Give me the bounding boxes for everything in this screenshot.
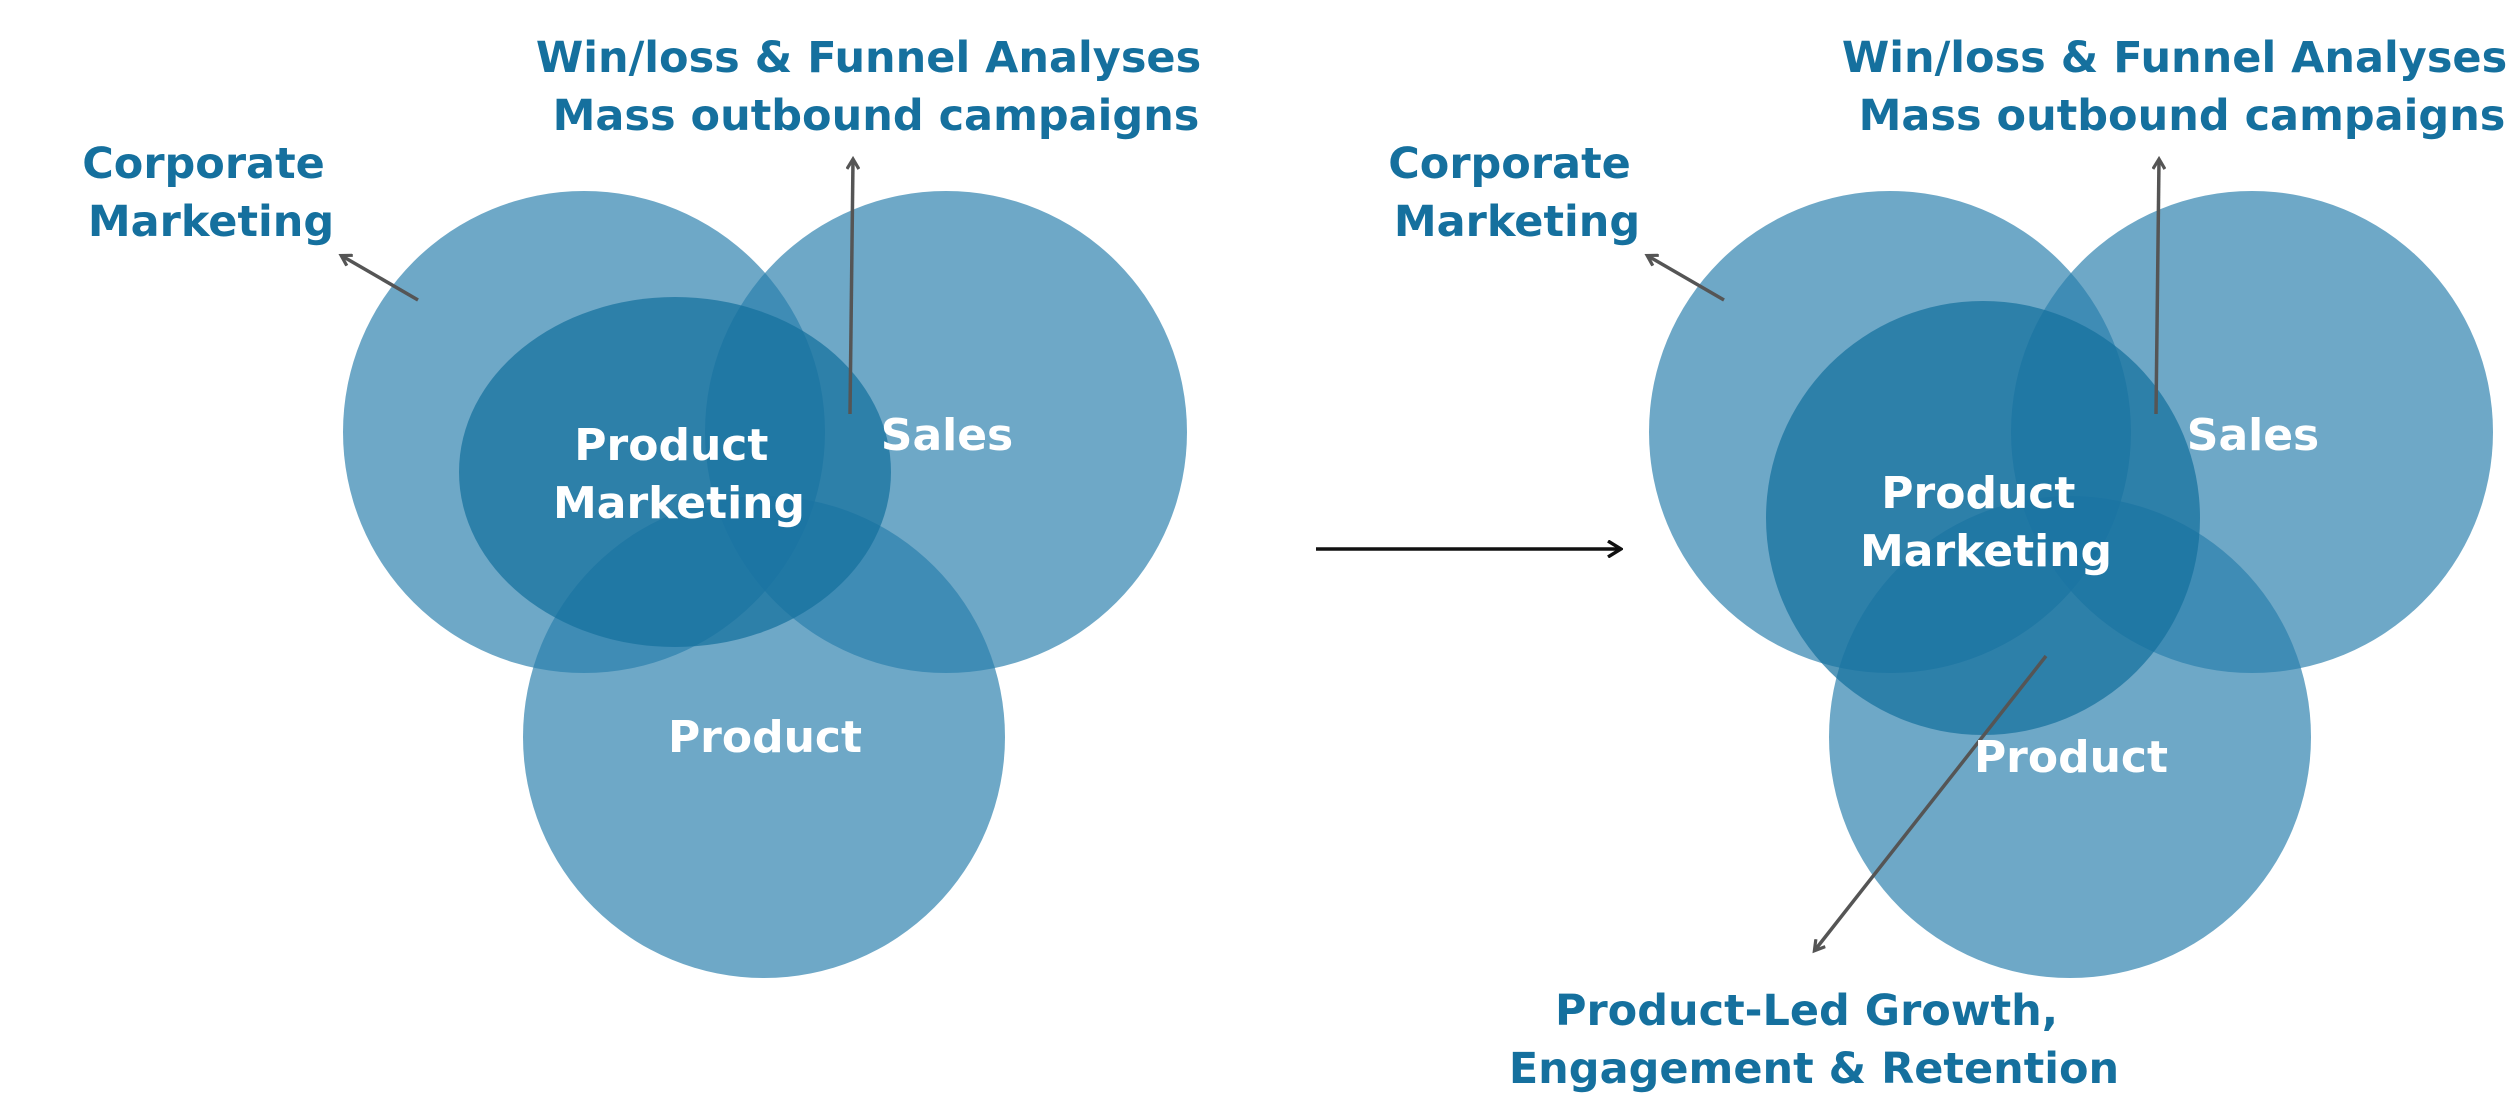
before-product-marketing-ellipse [459,297,891,647]
after-product-label: Product [1974,732,2168,783]
after-diagram: Corporate Marketing Win/loss & Funnel An… [1388,33,2518,1094]
before-corporate-label: Corporate Marketing [82,139,340,247]
before-product-marketing-label: Product Marketing [553,420,805,529]
after-sales-label: Sales [2187,410,2320,461]
after-corporate-label: Corporate Marketing [1388,139,1646,247]
after-plg-label: Product-Led Growth, Engagement & Retenti… [1509,986,2119,1094]
after-product-marketing-circle [1766,301,2200,735]
before-diagram: Corporate Marketing Win/loss & Funnel An… [82,33,1216,978]
before-winloss-leader-arrow [850,160,853,415]
before-winloss-label: Win/loss & Funnel Analyses Mass outbound… [536,33,1216,141]
after-winloss-label: Win/loss & Funnel Analyses Mass outbound… [1842,33,2518,141]
after-product-marketing-label: Product Marketing [1860,468,2112,577]
before-product-label: Product [668,712,862,763]
after-winloss-leader-arrow [2156,160,2159,415]
before-corporate-leader-arrow [342,256,419,302]
after-plg-leader-arrow [1815,654,2048,950]
after-corporate-leader-arrow [1648,256,1725,302]
before-sales-label: Sales [881,410,1014,461]
